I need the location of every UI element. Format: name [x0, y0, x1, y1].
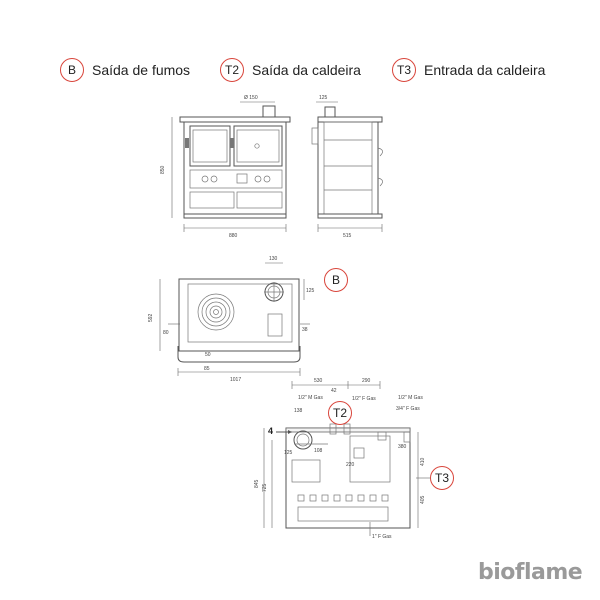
- dim-back-h2: 725: [262, 483, 268, 492]
- dim-back-h4: 380: [398, 444, 407, 450]
- callout-4: 4: [268, 426, 274, 436]
- dim-plan-small: 50: [205, 352, 211, 358]
- pipe-label-3: 1/2" M Gas: [398, 395, 423, 401]
- back-view: 530 290 42 138 1/2" M Gas 1/2" F Gas 1/2…: [254, 378, 430, 540]
- dim-plan-width: 1017: [230, 377, 241, 383]
- legend-label-t2: Saída da caldeira: [252, 62, 361, 78]
- dim-plan-left: 80: [163, 330, 169, 336]
- dim-back-c: 108: [314, 448, 323, 454]
- legend-item-t3: T3 Entrada da caldeira: [392, 58, 545, 82]
- dim-back-b: 138: [294, 408, 303, 414]
- side-view: 125 515: [311, 95, 383, 239]
- plan-view: 130 125 592 80 38 50 85 1017: [148, 256, 315, 383]
- dim-plan-depth: 592: [148, 313, 154, 322]
- callout-t2: T2: [328, 401, 352, 425]
- dim-plan-flue-side: 125: [306, 288, 315, 294]
- dim-back-a: 42: [331, 388, 337, 394]
- dim-back-w2: 290: [362, 378, 371, 384]
- dim-plan-flue-offset: 130: [269, 256, 278, 262]
- dim-side-top: 125: [319, 95, 328, 101]
- legend-item-t2: T2 Saída da caldeira: [220, 58, 361, 82]
- badge-t3: T3: [392, 58, 416, 82]
- dim-plan-right: 38: [302, 327, 308, 333]
- pipe-label-1: 1/2" M Gas: [298, 395, 323, 401]
- dim-back-h1: 845: [254, 479, 260, 488]
- pipe-label-4: 3/4" F Gas: [396, 406, 420, 412]
- badge-b: B: [60, 58, 84, 82]
- callout-t3: T3: [430, 466, 454, 490]
- callout-b: B: [324, 268, 348, 292]
- legend-label-b: Saída de fumos: [92, 62, 191, 78]
- dim-side-depth: 515: [343, 233, 352, 239]
- legend-label-t3: Entrada da caldeira: [424, 62, 546, 78]
- dim-back-h6: 125: [284, 450, 293, 456]
- pipe-label-5: 1" F Gas: [372, 534, 392, 540]
- dim-back-h3: 410: [420, 457, 426, 466]
- dim-back-d: 220: [346, 462, 355, 468]
- dim-front-height: 850: [160, 165, 166, 174]
- pipe-label-2: 1/2" F Gas: [352, 396, 376, 402]
- dim-back-w1: 530: [314, 378, 323, 384]
- dim-flue-dia: Ø 150: [244, 95, 258, 101]
- front-view: Ø 150 880 850: [160, 95, 291, 239]
- legend-item-b: B Saída de fumos: [60, 58, 190, 82]
- legend: B Saída de fumos T2 Saída da caldeira T3…: [0, 58, 600, 88]
- dim-plan-bottom: 85: [204, 366, 210, 372]
- dim-front-width: 880: [229, 233, 238, 239]
- bioflame-logo: bioflame: [478, 560, 583, 585]
- badge-t2: T2: [220, 58, 244, 82]
- dim-back-h5: 405: [420, 495, 426, 504]
